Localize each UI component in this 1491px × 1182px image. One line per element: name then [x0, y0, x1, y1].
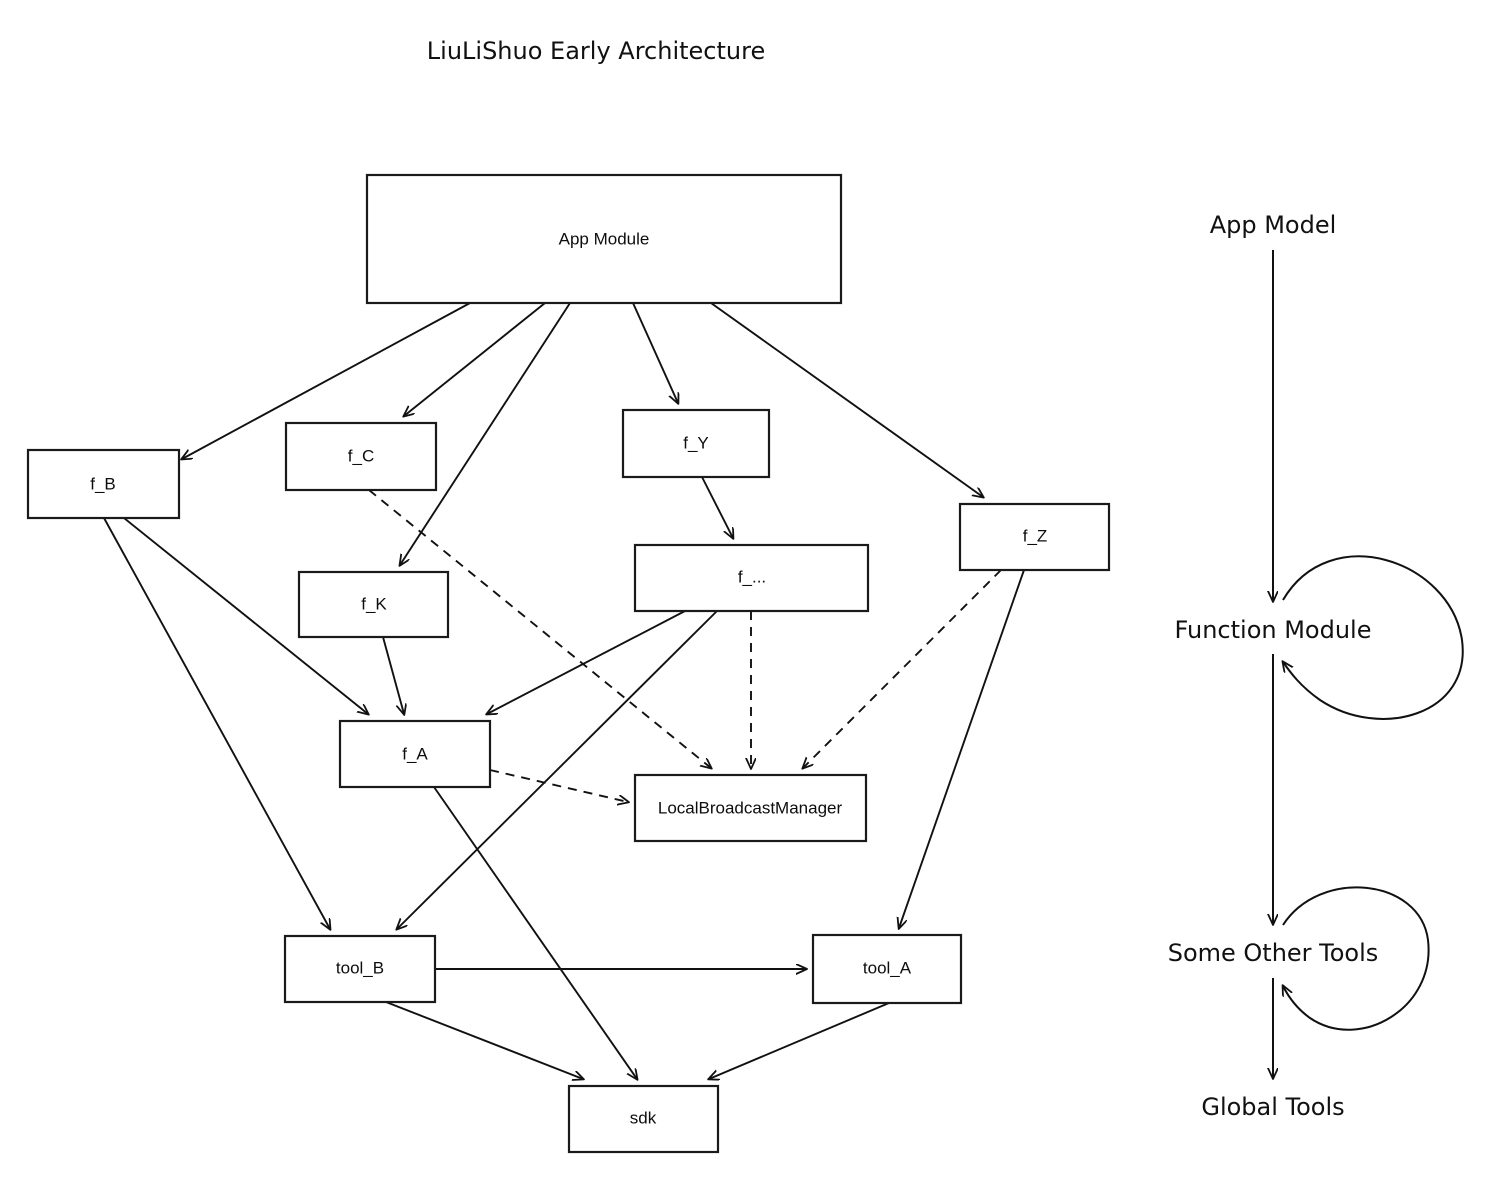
node-f-a-label: f_A — [402, 744, 428, 763]
edge-f_dots-f_a — [487, 610, 686, 714]
diagram-title: LiuLiShuo Early Architecture — [427, 37, 765, 65]
node-tool-b[interactable]: tool_B — [283, 934, 437, 1004]
node-local-broadcast-manager-label: LocalBroadcastManager — [658, 798, 843, 817]
node-f-dots-label: f_... — [738, 567, 766, 586]
node-app-module-label: App Module — [559, 229, 650, 248]
node-f-c-box[interactable] — [284, 421, 438, 492]
node-local-broadcast-manager[interactable]: LocalBroadcastManager — [633, 773, 868, 843]
legend-self-loop-function-module — [1283, 555, 1464, 720]
legend-label-global-tools: Global Tools — [1201, 1093, 1344, 1121]
edge-app_module-f_b — [182, 302, 471, 459]
node-f-c-label: f_C — [348, 446, 374, 465]
edge-f_z-tool_a — [899, 569, 1025, 928]
node-f-b[interactable]: f_B — [26, 448, 181, 520]
edge-app_module-f_y — [632, 302, 678, 403]
legend-label-some-other-tools: Some Other Tools — [1168, 939, 1379, 967]
node-sdk-box[interactable] — [567, 1084, 720, 1154]
node-f-z[interactable]: f_Z — [958, 502, 1111, 572]
node-f-y-label: f_Y — [683, 433, 709, 452]
node-f-k-label: f_K — [361, 594, 387, 613]
node-tool-b-label: tool_B — [336, 958, 384, 977]
legend-label-function-module: Function Module — [1175, 616, 1372, 644]
node-f-b-box[interactable] — [26, 448, 181, 520]
edge-f_y-f_dots — [701, 476, 733, 538]
edge-app_module-f_k — [400, 302, 571, 565]
edge-app_module-f_c — [404, 302, 546, 416]
edge-f_b-tool_b — [103, 517, 330, 929]
edge-tool_b-sdk — [385, 1001, 583, 1079]
node-layer: App Module f_B f_C f_Y f_Z f_K — [26, 173, 1111, 1154]
node-tool-a-box[interactable] — [811, 933, 963, 1005]
edge-f_k-f_a — [382, 636, 404, 714]
node-f-z-box[interactable] — [958, 502, 1111, 572]
edge-layer — [103, 302, 1025, 1079]
node-local-broadcast-manager-box[interactable] — [633, 773, 868, 843]
node-app-module[interactable]: App Module — [365, 173, 843, 305]
node-tool-a[interactable]: tool_A — [811, 933, 963, 1005]
edge-app_module-f_z — [710, 302, 983, 497]
edge-f_a-local_broadcast_manager — [489, 769, 628, 802]
edge-tool_a-sdk — [709, 1002, 890, 1079]
legend-panel: App Model Function Module Some Other Too… — [1168, 211, 1464, 1121]
node-tool-a-label: tool_A — [863, 958, 912, 977]
node-sdk-label: sdk — [630, 1108, 657, 1127]
node-f-b-label: f_B — [90, 474, 116, 493]
legend-self-loop-some-other-tools — [1283, 886, 1430, 1031]
node-sdk[interactable]: sdk — [567, 1084, 720, 1154]
node-tool-b-box[interactable] — [283, 934, 437, 1004]
node-f-dots-box[interactable] — [633, 543, 870, 613]
node-app-module-box[interactable] — [365, 173, 843, 305]
legend-label-app-model: App Model — [1210, 211, 1337, 239]
node-f-y[interactable]: f_Y — [621, 408, 771, 479]
node-f-a[interactable]: f_A — [338, 719, 492, 789]
edge-f_dots-tool_b — [397, 610, 718, 929]
node-f-k[interactable]: f_K — [297, 570, 450, 639]
node-f-z-label: f_Z — [1023, 526, 1048, 545]
node-f-k-box[interactable] — [297, 570, 450, 639]
node-f-y-box[interactable] — [621, 408, 771, 479]
node-f-a-box[interactable] — [338, 719, 492, 789]
edge-f_a-sdk — [433, 786, 637, 1079]
node-f-dots[interactable]: f_... — [633, 543, 870, 613]
node-f-c[interactable]: f_C — [284, 421, 438, 492]
edge-f_b-f_a — [123, 517, 368, 714]
